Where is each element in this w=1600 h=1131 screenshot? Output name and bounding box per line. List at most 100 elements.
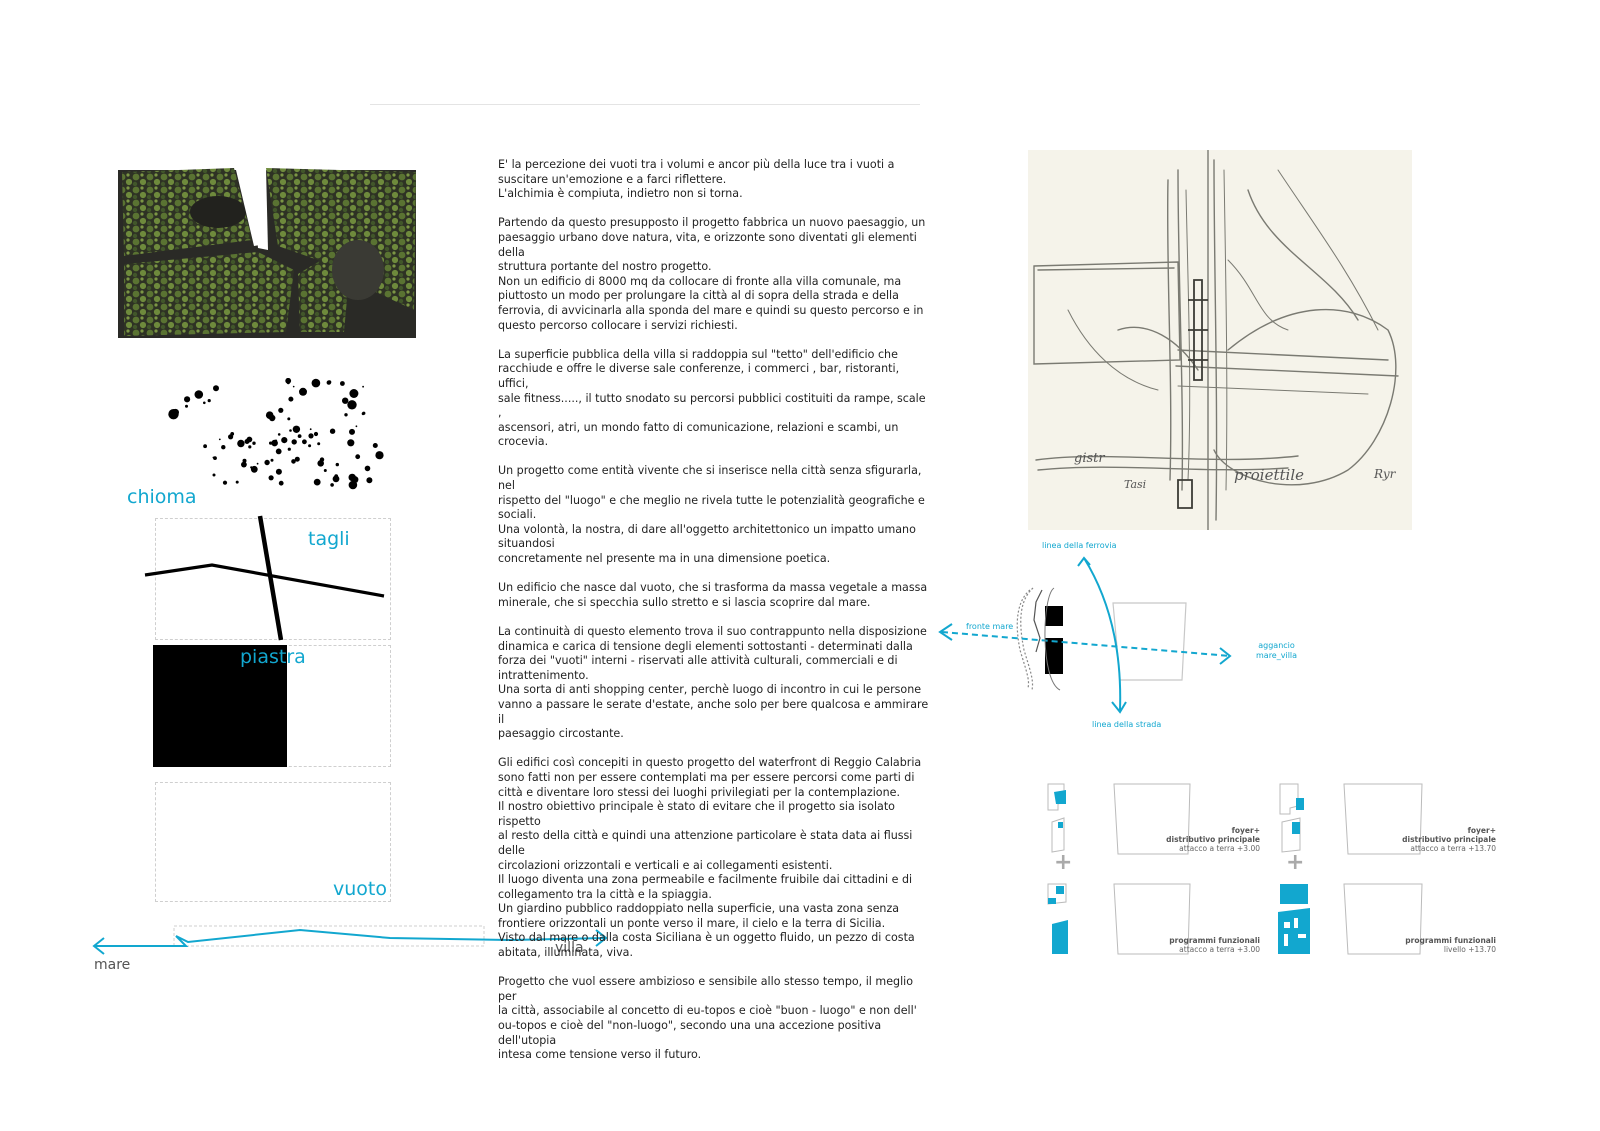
site-relationship-diagram [938,556,1232,714]
project-description: E' la percezione dei vuoti tra i volumi … [498,158,930,1077]
canopy-dots-diagram [168,378,384,490]
tree-dot [256,462,259,465]
tree-dot [340,381,345,386]
tree-dot [281,437,288,444]
tree-dot [308,444,312,448]
tree-dot [194,390,204,399]
aerial-vegetation-image [118,168,416,338]
tree-dot [287,417,291,421]
paragraph: Gli edifici così concepiti in questo pro… [498,756,922,960]
caption-title: programmi funzionali [1169,936,1260,945]
tree-dot [278,480,284,486]
tree-dot [207,399,211,403]
tree-dot [228,434,234,440]
tree-dot [275,448,282,455]
sketch-word: gistr [1074,451,1105,466]
caption-right-bottom: programmi funzionali livello +13.70 [1376,936,1496,954]
paragraph: La superficie pubblica della villa si ra… [498,347,926,449]
label-vuoto: vuoto [333,878,387,900]
tree-dot [349,428,355,435]
paragraph: Un progetto come entità vivente che si i… [498,464,925,566]
caption-title: programmi funzionali [1405,936,1496,945]
tree-dot [246,436,253,443]
caption-left-top: foyer+ distributivo principale attacco a… [1140,826,1260,853]
tree-dot [275,468,282,475]
tree-dot [268,475,274,481]
label-piastra: piastra [240,646,306,668]
tree-dot [278,407,284,413]
label-mare: mare [94,957,131,973]
tree-dot [277,433,281,436]
tree-dot [241,461,247,468]
sketch-word: Ryr [1373,467,1397,481]
paragraph: Un edificio che nasce dal vuoto, che si … [498,581,928,609]
tree-dot [270,458,274,462]
tree-dot [292,385,295,388]
tree-dot [287,447,291,451]
label-aggancio: aggancio mare_villa [1256,641,1297,661]
caption-sub: attacco a terra +13.70 [1410,844,1496,853]
tree-dot [362,411,366,415]
tree-dot [242,458,247,463]
tree-dot [378,455,381,459]
tree-dot [326,380,331,385]
tree-dot [309,428,312,431]
tree-dot [347,400,357,410]
caption-sub: livello +13.70 [1443,945,1496,954]
caption-title: distributivo principale [1402,835,1496,844]
tree-dot [288,396,294,402]
tree-dot [347,439,355,447]
tree-dot [252,466,257,470]
tree-dot [291,459,296,464]
label-fronte-mare: fronte mare [966,622,1014,631]
tree-dot [313,478,321,486]
tree-dot [330,483,334,487]
tree-dot [269,441,273,445]
tree-dot [264,459,270,466]
tree-dot [289,429,292,432]
tagli-box [155,518,391,640]
tree-dot [334,474,339,479]
tree-dot [317,442,321,446]
tree-dot [221,445,226,450]
tree-dot [342,397,349,404]
tree-dot [213,385,219,392]
caption-sub: attacco a terra +3.00 [1179,945,1260,954]
tree-dot [168,409,179,420]
tree-dot [375,451,384,460]
tree-dot [355,425,358,428]
tree-dot [292,425,301,433]
sketch-word: Tasi [1124,478,1146,491]
tree-dot [218,438,221,441]
paragraph: Progetto che vuol essere ambizioso e sen… [498,975,917,1062]
tree-dot [362,385,364,388]
tree-dot [203,444,207,449]
caption-right-top: foyer+ distributivo principale attacco a… [1376,826,1496,853]
label-linea-ferrovia: linea della ferrovia [1042,541,1117,550]
tree-dot [348,480,358,490]
label-aggancio-line1: aggancio [1258,641,1295,650]
tree-dot [212,473,216,477]
label-chioma: chioma [127,486,197,508]
tree-dot [203,401,206,405]
tree-dot [184,396,191,403]
paragraph: Partendo da questo presupposto il proget… [498,216,926,332]
paragraph: La continuità di questo elemento trova i… [498,625,929,741]
tree-dot [372,443,378,448]
tree-dot [274,439,278,442]
tree-dot [212,456,215,459]
caption-title: foyer+ [1231,826,1260,835]
tree-dot [237,439,245,448]
tree-dot [302,439,307,445]
caption-title: foyer+ [1467,826,1496,835]
plus-sign: + [1286,850,1305,875]
tree-dot [248,445,252,449]
tree-dot [291,439,297,445]
tree-dot [222,480,228,485]
label-villa: villa [555,940,584,956]
tree-dot [235,480,239,484]
tree-dot [319,457,325,462]
tree-dot [366,477,373,484]
tree-dot [329,428,336,434]
plus-sign: + [1054,850,1073,875]
